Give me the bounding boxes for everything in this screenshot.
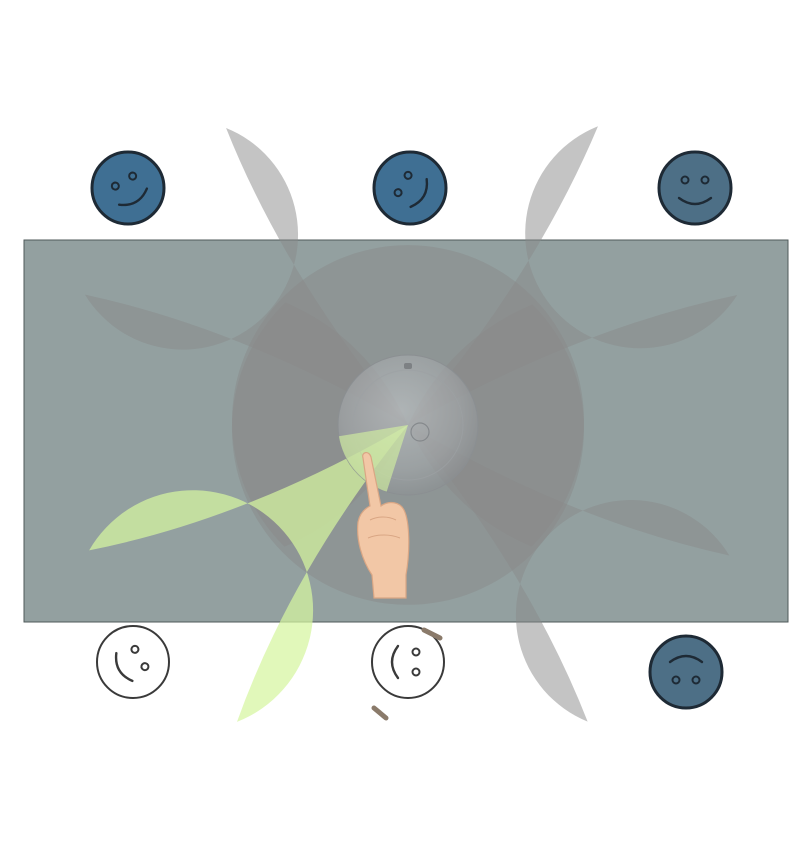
chair-mark bbox=[374, 708, 386, 718]
eye-icon bbox=[130, 645, 140, 655]
eye-icon bbox=[413, 649, 420, 656]
eye-icon bbox=[140, 662, 150, 672]
mouth-icon bbox=[111, 653, 132, 684]
seat-top-left bbox=[92, 152, 164, 224]
chair-mark bbox=[424, 630, 440, 638]
occupied-face-icon bbox=[92, 152, 164, 224]
occupied-face-icon bbox=[659, 152, 731, 224]
seat-top-center bbox=[374, 152, 446, 224]
seat-bottom-right bbox=[650, 636, 722, 708]
empty-seat-face-icon bbox=[97, 626, 169, 698]
occupied-face-icon bbox=[374, 152, 446, 224]
eye-icon bbox=[413, 669, 420, 676]
seat-bottom-left bbox=[97, 626, 169, 698]
seat-top-right bbox=[659, 152, 731, 224]
occupied-face-icon bbox=[650, 636, 722, 708]
mouth-icon bbox=[392, 646, 398, 678]
